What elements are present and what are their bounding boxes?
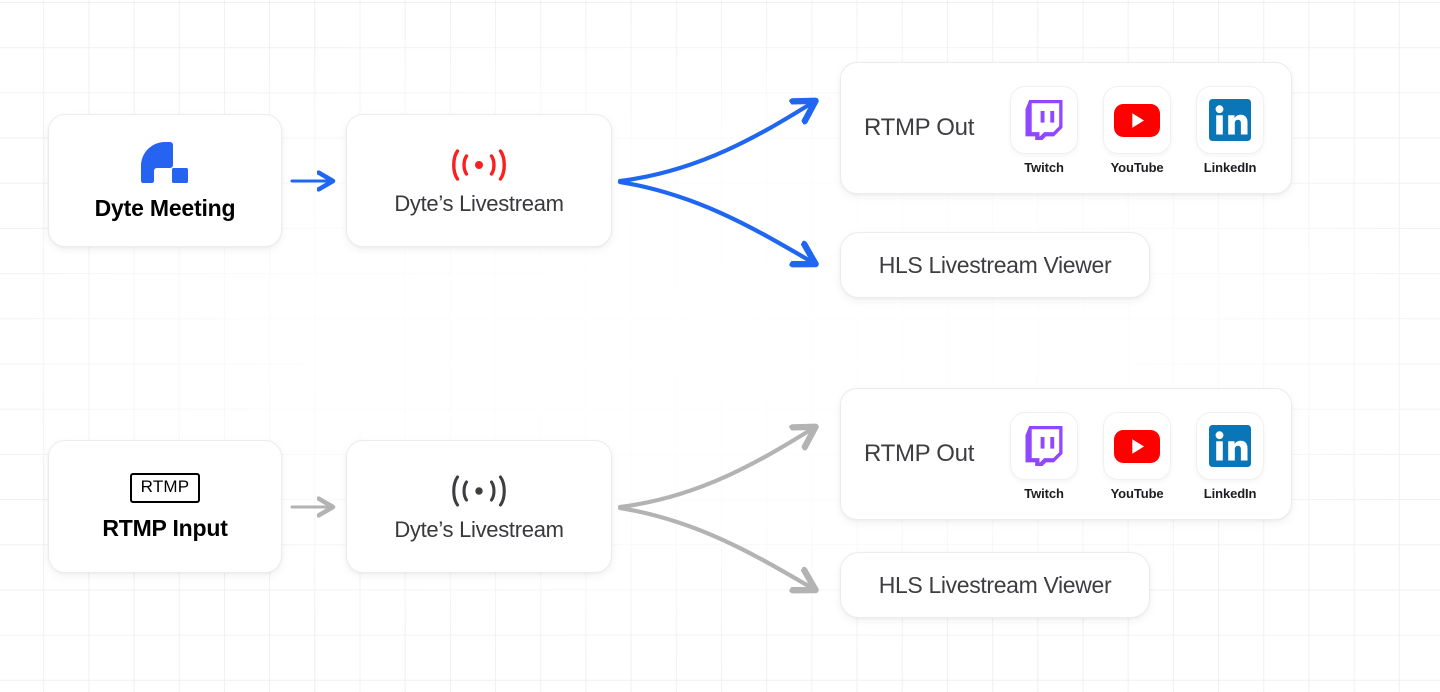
node-rtmp-input-label: RTMP Input [102, 514, 228, 541]
platform-twitch-bottom-label: Twitch [1024, 486, 1064, 501]
broadcast-icon [451, 147, 507, 183]
node-stream-top-label: Dyte’s Livestream [394, 190, 564, 216]
platform-twitch-top-label: Twitch [1024, 160, 1064, 175]
node-hls-viewer-top[interactable]: HLS Livestream Viewer [840, 232, 1150, 298]
node-stream-bottom-label: Dyte’s Livestream [394, 516, 564, 542]
dyte-logo-icon [139, 141, 191, 183]
node-dyte-meeting-label: Dyte Meeting [94, 195, 236, 221]
platform-twitch-top[interactable]: Twitch [1010, 86, 1079, 175]
connector-stream-to-rtmp-out-bottom [617, 429, 812, 510]
platform-linkedin-bottom[interactable]: LinkedIn [1196, 412, 1265, 501]
node-stream-bottom[interactable]: Dyte’s Livestream [346, 440, 612, 573]
node-rtmp-out-bottom[interactable]: RTMP Out Twitch [840, 388, 1292, 520]
platform-youtube-top-label: YouTube [1110, 160, 1164, 175]
node-rtmp-out-bottom-label: RTMP Out [864, 440, 975, 467]
broadcast-icon [451, 473, 507, 509]
node-rtmp-input[interactable]: RTMP RTMP Input [48, 440, 282, 573]
platform-youtube-bottom-label: YouTube [1110, 486, 1164, 501]
node-rtmp-out-top[interactable]: RTMP Out Twitch [840, 62, 1292, 194]
platform-linkedin-bottom-label: LinkedIn [1203, 486, 1257, 501]
platform-list-top: Twitch YouTube [1010, 86, 1265, 175]
node-stream-top[interactable]: Dyte’s Livestream [346, 114, 612, 247]
node-dyte-meeting[interactable]: Dyte Meeting [48, 114, 282, 247]
node-hls-viewer-bottom[interactable]: HLS Livestream Viewer [840, 552, 1150, 618]
platform-linkedin-top-label: LinkedIn [1203, 160, 1257, 175]
platform-youtube-bottom[interactable]: YouTube [1103, 412, 1172, 501]
node-hls-viewer-top-label: HLS Livestream Viewer [878, 251, 1112, 278]
connector-stream-to-rtmp-out-top [617, 103, 812, 184]
linkedin-icon [1196, 86, 1265, 154]
rtmp-badge: RTMP [129, 473, 201, 503]
connector-stream-to-hls-top [617, 179, 812, 262]
youtube-icon [1103, 86, 1172, 154]
twitch-icon [1010, 86, 1079, 154]
platform-list-bottom: Twitch YouTube [1010, 412, 1265, 501]
linkedin-icon [1196, 412, 1265, 480]
node-hls-viewer-bottom-label: HLS Livestream Viewer [878, 571, 1112, 598]
platform-twitch-bottom[interactable]: Twitch [1010, 412, 1079, 501]
twitch-icon [1010, 412, 1079, 480]
node-rtmp-out-top-label: RTMP Out [864, 114, 975, 141]
youtube-icon [1103, 412, 1172, 480]
connector-stream-to-hls-bottom [617, 505, 812, 588]
platform-youtube-top[interactable]: YouTube [1103, 86, 1172, 175]
platform-linkedin-top[interactable]: LinkedIn [1196, 86, 1265, 175]
